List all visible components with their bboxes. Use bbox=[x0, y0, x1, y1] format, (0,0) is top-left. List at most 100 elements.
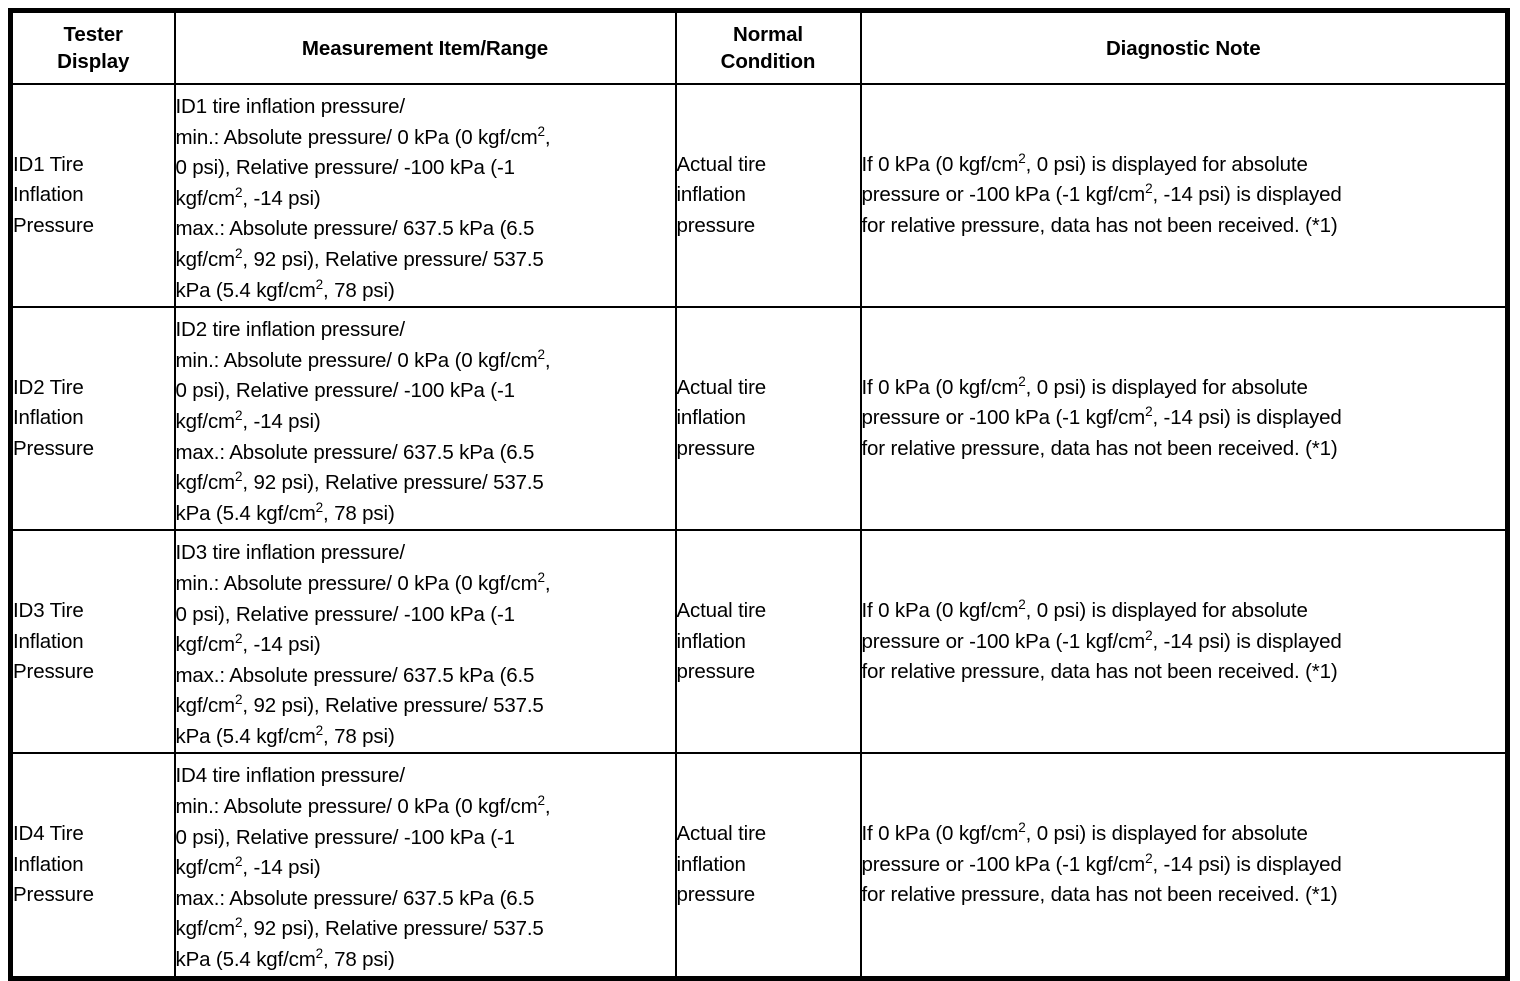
cell-normal-condition: Actual tire inflation pressure bbox=[674, 752, 862, 980]
measurement-line-7: kPa (5.4 kgf/cm2, 78 psi) bbox=[175, 723, 395, 748]
normal-condition-line-3: pressure bbox=[676, 437, 756, 461]
measurement-line-6: kgf/cm2, 92 psi), Relative pressure/ 537… bbox=[175, 692, 544, 718]
tester-display-line-2: Inflation bbox=[13, 183, 84, 207]
tester-display-line-3: Pressure bbox=[13, 883, 94, 907]
diagnostic-note-line-3: for relative pressure, data has not been… bbox=[861, 437, 1338, 461]
measurement-text-block: ID3 tire inflation pressure/min.: Absolu… bbox=[176, 531, 675, 752]
measurement-line-3: 0 psi), Relative pressure/ -100 kPa (-1 bbox=[175, 379, 516, 403]
measurement-line-5: max.: Absolute pressure/ 637.5 kPa (6.5 bbox=[175, 217, 535, 241]
normal-condition-line-2: inflation bbox=[676, 629, 746, 653]
measurement-line-2: min.: Absolute pressure/ 0 kPa (0 kgf/cm… bbox=[175, 570, 551, 595]
measurement-line-2: min.: Absolute pressure/ 0 kPa (0 kgf/cm… bbox=[175, 793, 551, 819]
diagnostic-note-line-1: If 0 kPa (0 kgf/cm2, 0 psi) is displayed… bbox=[861, 597, 1308, 622]
measurement-line-5: max.: Absolute pressure/ 637.5 kPa (6.5 bbox=[175, 663, 535, 687]
measurement-line-1: ID2 tire inflation pressure/ bbox=[175, 318, 406, 342]
normal-condition-line-2: inflation bbox=[676, 852, 746, 876]
measurement-line-3: 0 psi), Relative pressure/ -100 kPa (-1 bbox=[175, 825, 516, 849]
column-header-measurement-item-range: Measurement Item/Range bbox=[173, 9, 677, 85]
measurement-text-block: ID1 tire inflation pressure/min.: Absolu… bbox=[176, 85, 675, 306]
diagnostic-note-line-2: pressure or -100 kPa (-1 kgf/cm2, -14 ps… bbox=[861, 850, 1342, 876]
tester-display-line-3: Pressure bbox=[13, 437, 94, 461]
measurement-line-4: kgf/cm2, -14 psi) bbox=[175, 408, 321, 433]
measurement-line-7: kPa (5.4 kgf/cm2, 78 psi) bbox=[175, 276, 395, 302]
diagnostic-note-line-3: for relative pressure, data has not been… bbox=[861, 213, 1338, 237]
cell-measurement-item-range: ID2 tire inflation pressure/min.: Absolu… bbox=[173, 306, 677, 532]
tester-display-line-2: Inflation bbox=[13, 406, 84, 430]
normal-condition-line-2: inflation bbox=[676, 183, 746, 207]
diagnostic-note-line-1: If 0 kPa (0 kgf/cm2, 0 psi) is displayed… bbox=[861, 374, 1308, 399]
cell-normal-condition: Actual tire inflation pressure bbox=[674, 82, 862, 309]
tester-display-line-1: ID4 Tire bbox=[13, 822, 84, 846]
cell-measurement-item-range: ID1 tire inflation pressure/min.: Absolu… bbox=[173, 82, 677, 309]
tester-display-line-1: ID2 Tire bbox=[13, 375, 84, 399]
measurement-text-block: ID2 tire inflation pressure/min.: Absolu… bbox=[176, 308, 675, 529]
measurement-line-4: kgf/cm2, -14 psi) bbox=[175, 631, 321, 657]
measurement-line-5: max.: Absolute pressure/ 637.5 kPa (6.5 bbox=[175, 440, 535, 464]
normal-condition-line-1: Actual tire bbox=[676, 152, 767, 176]
column-header-label-line-1: Normal bbox=[732, 23, 804, 46]
diagnostic-note-line-2: pressure or -100 kPa (-1 kgf/cm2, -14 ps… bbox=[861, 627, 1342, 653]
diagnostic-note-line-2: pressure or -100 kPa (-1 kgf/cm2, -14 ps… bbox=[861, 181, 1342, 207]
normal-condition-line-1: Actual tire bbox=[676, 822, 767, 846]
tester-display-line-2: Inflation bbox=[13, 629, 84, 653]
column-header-label-line-1: Diagnostic Note bbox=[1105, 36, 1261, 60]
normal-condition-line-1: Actual tire bbox=[676, 599, 767, 622]
normal-condition-line-3: pressure bbox=[676, 213, 756, 237]
diagnostic-note-line-1: If 0 kPa (0 kgf/cm2, 0 psi) is displayed… bbox=[861, 150, 1308, 176]
measurement-line-7: kPa (5.4 kgf/cm2, 78 psi) bbox=[175, 499, 395, 525]
normal-condition-line-3: pressure bbox=[676, 883, 756, 907]
tester-display-line-1: ID1 Tire bbox=[13, 152, 84, 176]
cell-normal-condition: Actual tire inflation pressure bbox=[674, 529, 862, 755]
measurement-line-1: ID1 tire inflation pressure/ bbox=[175, 95, 406, 118]
cell-measurement-item-range: ID3 tire inflation pressure/min.: Absolu… bbox=[173, 529, 677, 755]
cell-normal-condition: Actual tire inflation pressure bbox=[674, 306, 862, 532]
measurement-line-2: min.: Absolute pressure/ 0 kPa (0 kgf/cm… bbox=[175, 123, 551, 149]
measurement-line-3: 0 psi), Relative pressure/ -100 kPa (-1 bbox=[175, 156, 516, 180]
cell-diagnostic-note: If 0 kPa (0 kgf/cm2, 0 psi) is displayed… bbox=[859, 306, 1509, 532]
measurement-line-3: 0 psi), Relative pressure/ -100 kPa (-1 bbox=[175, 602, 516, 626]
diagnostic-note-line-3: for relative pressure, data has not been… bbox=[861, 660, 1338, 684]
diagnostic-note-line-3: for relative pressure, data has not been… bbox=[861, 883, 1338, 907]
column-header-label-line-1: Tester bbox=[63, 23, 124, 46]
column-header-label-line-2: Display bbox=[57, 50, 130, 73]
tester-display-line-3: Pressure bbox=[13, 660, 94, 684]
tester-display-line-3: Pressure bbox=[13, 213, 94, 237]
measurement-line-4: kgf/cm2, -14 psi) bbox=[175, 184, 321, 210]
measurement-line-2: min.: Absolute pressure/ 0 kPa (0 kgf/cm… bbox=[175, 346, 551, 372]
normal-condition-line-3: pressure bbox=[676, 660, 756, 684]
cell-diagnostic-note: If 0 kPa (0 kgf/cm2, 0 psi) is displayed… bbox=[859, 82, 1509, 309]
measurement-text-block: ID4 tire inflation pressure/min.: Absolu… bbox=[176, 754, 675, 975]
measurement-line-7: kPa (5.4 kgf/cm2, 78 psi) bbox=[175, 946, 395, 972]
tester-display-line-1: ID3 Tire bbox=[13, 599, 84, 622]
measurement-line-4: kgf/cm2, -14 psi) bbox=[175, 854, 321, 880]
column-header-label-line-2: Condition bbox=[720, 50, 816, 73]
diagnostic-note-line-2: pressure or -100 kPa (-1 kgf/cm2, -14 ps… bbox=[861, 404, 1342, 430]
tester-display-line-2: Inflation bbox=[13, 852, 84, 876]
measurement-line-1: ID4 tire inflation pressure/ bbox=[175, 764, 406, 788]
normal-condition-line-2: inflation bbox=[676, 406, 746, 430]
normal-condition-line-1: Actual tire bbox=[676, 375, 767, 399]
cell-diagnostic-note: If 0 kPa (0 kgf/cm2, 0 psi) is displayed… bbox=[859, 752, 1509, 980]
cell-diagnostic-note: If 0 kPa (0 kgf/cm2, 0 psi) is displayed… bbox=[859, 529, 1509, 755]
measurement-line-1: ID3 tire inflation pressure/ bbox=[175, 541, 406, 565]
column-header-diagnostic-note: Diagnostic Note bbox=[859, 9, 1509, 85]
measurement-line-6: kgf/cm2, 92 psi), Relative pressure/ 537… bbox=[175, 246, 544, 271]
diagnostic-note-line-1: If 0 kPa (0 kgf/cm2, 0 psi) is displayed… bbox=[861, 820, 1308, 846]
measurement-line-6: kgf/cm2, 92 psi), Relative pressure/ 537… bbox=[175, 469, 544, 495]
column-header-label-line-1: Measurement Item/Range bbox=[301, 36, 549, 60]
cell-measurement-item-range: ID4 tire inflation pressure/min.: Absolu… bbox=[173, 752, 677, 980]
